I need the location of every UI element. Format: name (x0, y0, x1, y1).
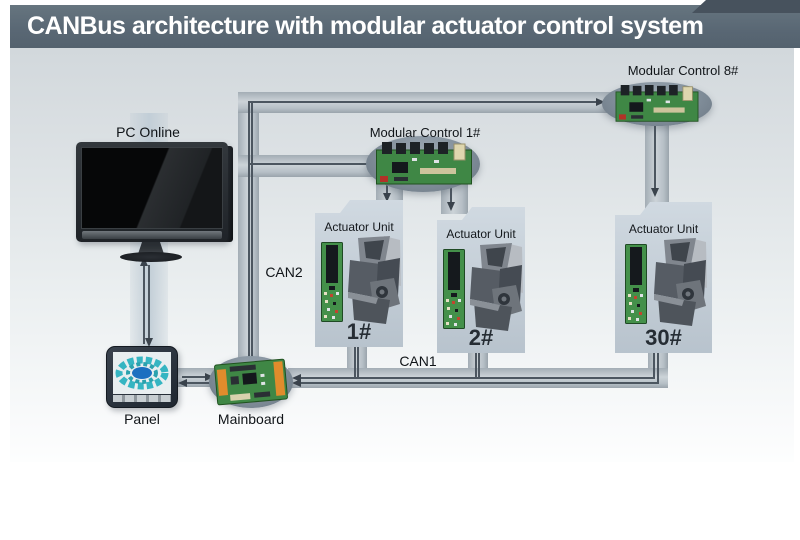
can1-wire-b (300, 382, 659, 384)
actuator-unit-1-card: Actuator Unit 1# (315, 200, 403, 347)
can1-bus-label: CAN1 (399, 353, 437, 369)
mc1-to-actuator1-arrowhead (383, 193, 391, 202)
pc-panel-down-wire (148, 265, 150, 339)
modular-control-1-label: Modular Control 1# (369, 125, 481, 140)
can2-mid-wire (248, 163, 390, 165)
actuator-unit-30-card: Actuator Unit 30# (615, 202, 712, 353)
can1-wire-a (300, 377, 655, 379)
touch-panel-screen (113, 352, 171, 394)
can1-to-mainboard-arrowhead-a (292, 374, 301, 382)
monitor-stand (138, 240, 164, 254)
mc8-to-actuator30-arrowhead (651, 188, 659, 197)
actuator-unit-1-pcb (321, 242, 343, 322)
mainboard-label: Mainboard (217, 411, 285, 427)
actuator-unit-2-title: Actuator Unit (446, 227, 516, 241)
can1-to-mainboard-arrowhead-b (292, 379, 301, 387)
actuator-unit-1-machine (344, 234, 402, 329)
actuator-unit-30-number: 30# (645, 325, 682, 350)
actuator-unit-2-card: Actuator Unit 2# (437, 207, 525, 353)
mc1-to-actuator1-wire (386, 180, 388, 194)
pc-monitor-screen (81, 147, 223, 229)
mainboard-to-panel-arrowhead (178, 379, 187, 387)
can2-top-wire (248, 101, 598, 103)
actuator-unit-30-pcb (625, 244, 647, 324)
mc1-to-actuator2-wire (450, 183, 452, 203)
actuator-unit-2-number: 2# (468, 325, 494, 350)
modular-control-8-pcb (611, 85, 703, 123)
mc8-drop-band (645, 115, 669, 213)
actuator-unit-2-machine (466, 241, 524, 336)
pc-monitor (76, 142, 228, 242)
panel-label: Panel (124, 411, 160, 427)
actuator1-stub-wire (354, 346, 356, 379)
pc-label: PC Online (116, 124, 180, 140)
can2-vertical-wire (248, 101, 250, 363)
can2-mid-band (238, 155, 388, 177)
mainboard-to-panel-wire (186, 382, 210, 384)
modular-control-8-label: Modular Control 8# (627, 63, 739, 78)
can2-to-mc8-arrowhead (596, 98, 605, 106)
can1-corner-wire-b (657, 353, 659, 384)
modular-control-1-pcb (376, 142, 472, 186)
can2-bus-label: CAN2 (265, 264, 303, 280)
actuator-unit-30-title: Actuator Unit (628, 222, 699, 236)
actuator-unit-1-title: Actuator Unit (324, 220, 394, 234)
actuator-unit-1-number: 1# (346, 319, 372, 344)
panel-to-mainboard-wire (182, 376, 206, 378)
monitor-base (120, 252, 182, 262)
actuator-unit-2-pcb (443, 249, 465, 329)
actuator2-stub-wire (475, 352, 477, 379)
actuator2-stub-band (468, 351, 488, 372)
pc-panel-down-arrowhead (145, 338, 153, 347)
touch-panel-buttons (113, 395, 171, 402)
mc8-to-actuator30-wire (654, 122, 656, 189)
pc-panel-up-wire (143, 265, 145, 344)
actuator-unit-30-machine (650, 236, 708, 331)
mainboard-pcb (213, 356, 289, 408)
touch-panel (106, 346, 178, 408)
page-title: CANBus architecture with modular actuato… (10, 5, 800, 48)
header-corner-tab (692, 0, 800, 13)
actuator1-stub-band (347, 346, 367, 372)
mc1-to-actuator2-arrowhead (447, 202, 455, 211)
can1-corner-wire-a (653, 353, 655, 379)
pc-monitor-bezel (82, 231, 222, 239)
